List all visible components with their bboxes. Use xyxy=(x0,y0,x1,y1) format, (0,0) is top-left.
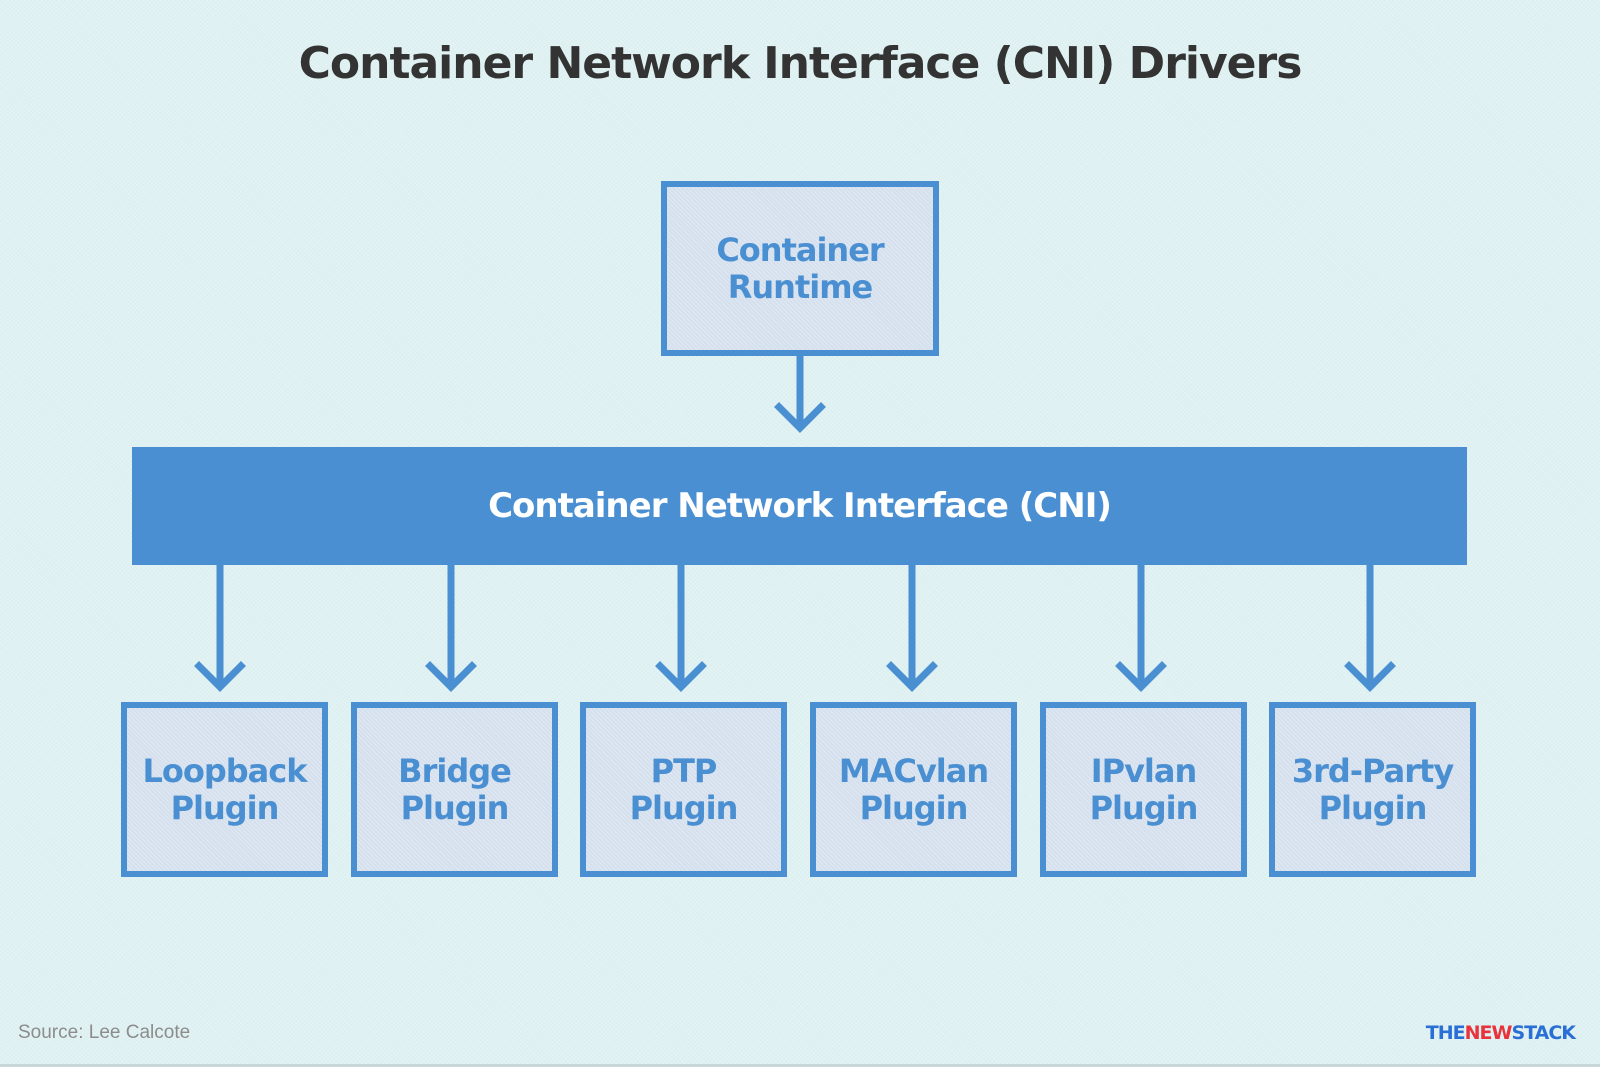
loopback-plugin-label: Loopback Plugin xyxy=(142,751,307,827)
bottom-divider xyxy=(0,1064,1600,1067)
arrow-cni-to-3rd-party xyxy=(1344,561,1396,692)
logo-the: THE xyxy=(1425,1022,1466,1044)
container-runtime-box: Container Runtime xyxy=(661,181,939,356)
ipvlan-plugin-box: IPvlan Plugin xyxy=(1040,702,1247,877)
arrow-cni-to-ipvlan xyxy=(1115,561,1167,692)
logo-stack: STACK xyxy=(1511,1022,1576,1044)
thenewstack-logo: THENEWSTACK xyxy=(1425,1022,1576,1044)
macvlan-plugin-label: MACvlan Plugin xyxy=(838,751,989,827)
arrow-cni-to-loopback xyxy=(194,561,246,692)
macvlan-plugin-box: MACvlan Plugin xyxy=(810,702,1017,877)
third-party-plugin-box: 3rd-Party Plugin xyxy=(1269,702,1476,877)
bridge-plugin-label: Bridge Plugin xyxy=(398,751,512,827)
arrow-runtime-to-cni xyxy=(774,352,826,433)
diagram-title: Container Network Interface (CNI) Driver… xyxy=(298,38,1303,89)
third-party-plugin-label: 3rd-Party Plugin xyxy=(1291,751,1454,827)
bridge-plugin-box: Bridge Plugin xyxy=(351,702,558,877)
container-runtime-label: Container Runtime xyxy=(716,230,884,306)
cni-bar-label: Container Network Interface (CNI) xyxy=(488,486,1112,526)
logo-new: NEW xyxy=(1464,1022,1513,1044)
cni-bar: Container Network Interface (CNI) xyxy=(132,447,1467,565)
loopback-plugin-box: Loopback Plugin xyxy=(121,702,328,877)
arrow-cni-to-bridge xyxy=(425,561,477,692)
ptp-plugin-box: PTP Plugin xyxy=(580,702,787,877)
arrow-cni-to-ptp xyxy=(655,561,707,692)
source-credit: Source: Lee Calcote xyxy=(18,1022,191,1043)
ptp-plugin-label: PTP Plugin xyxy=(629,751,739,827)
ipvlan-plugin-label: IPvlan Plugin xyxy=(1089,751,1199,827)
arrow-cni-to-macvlan xyxy=(886,561,938,692)
